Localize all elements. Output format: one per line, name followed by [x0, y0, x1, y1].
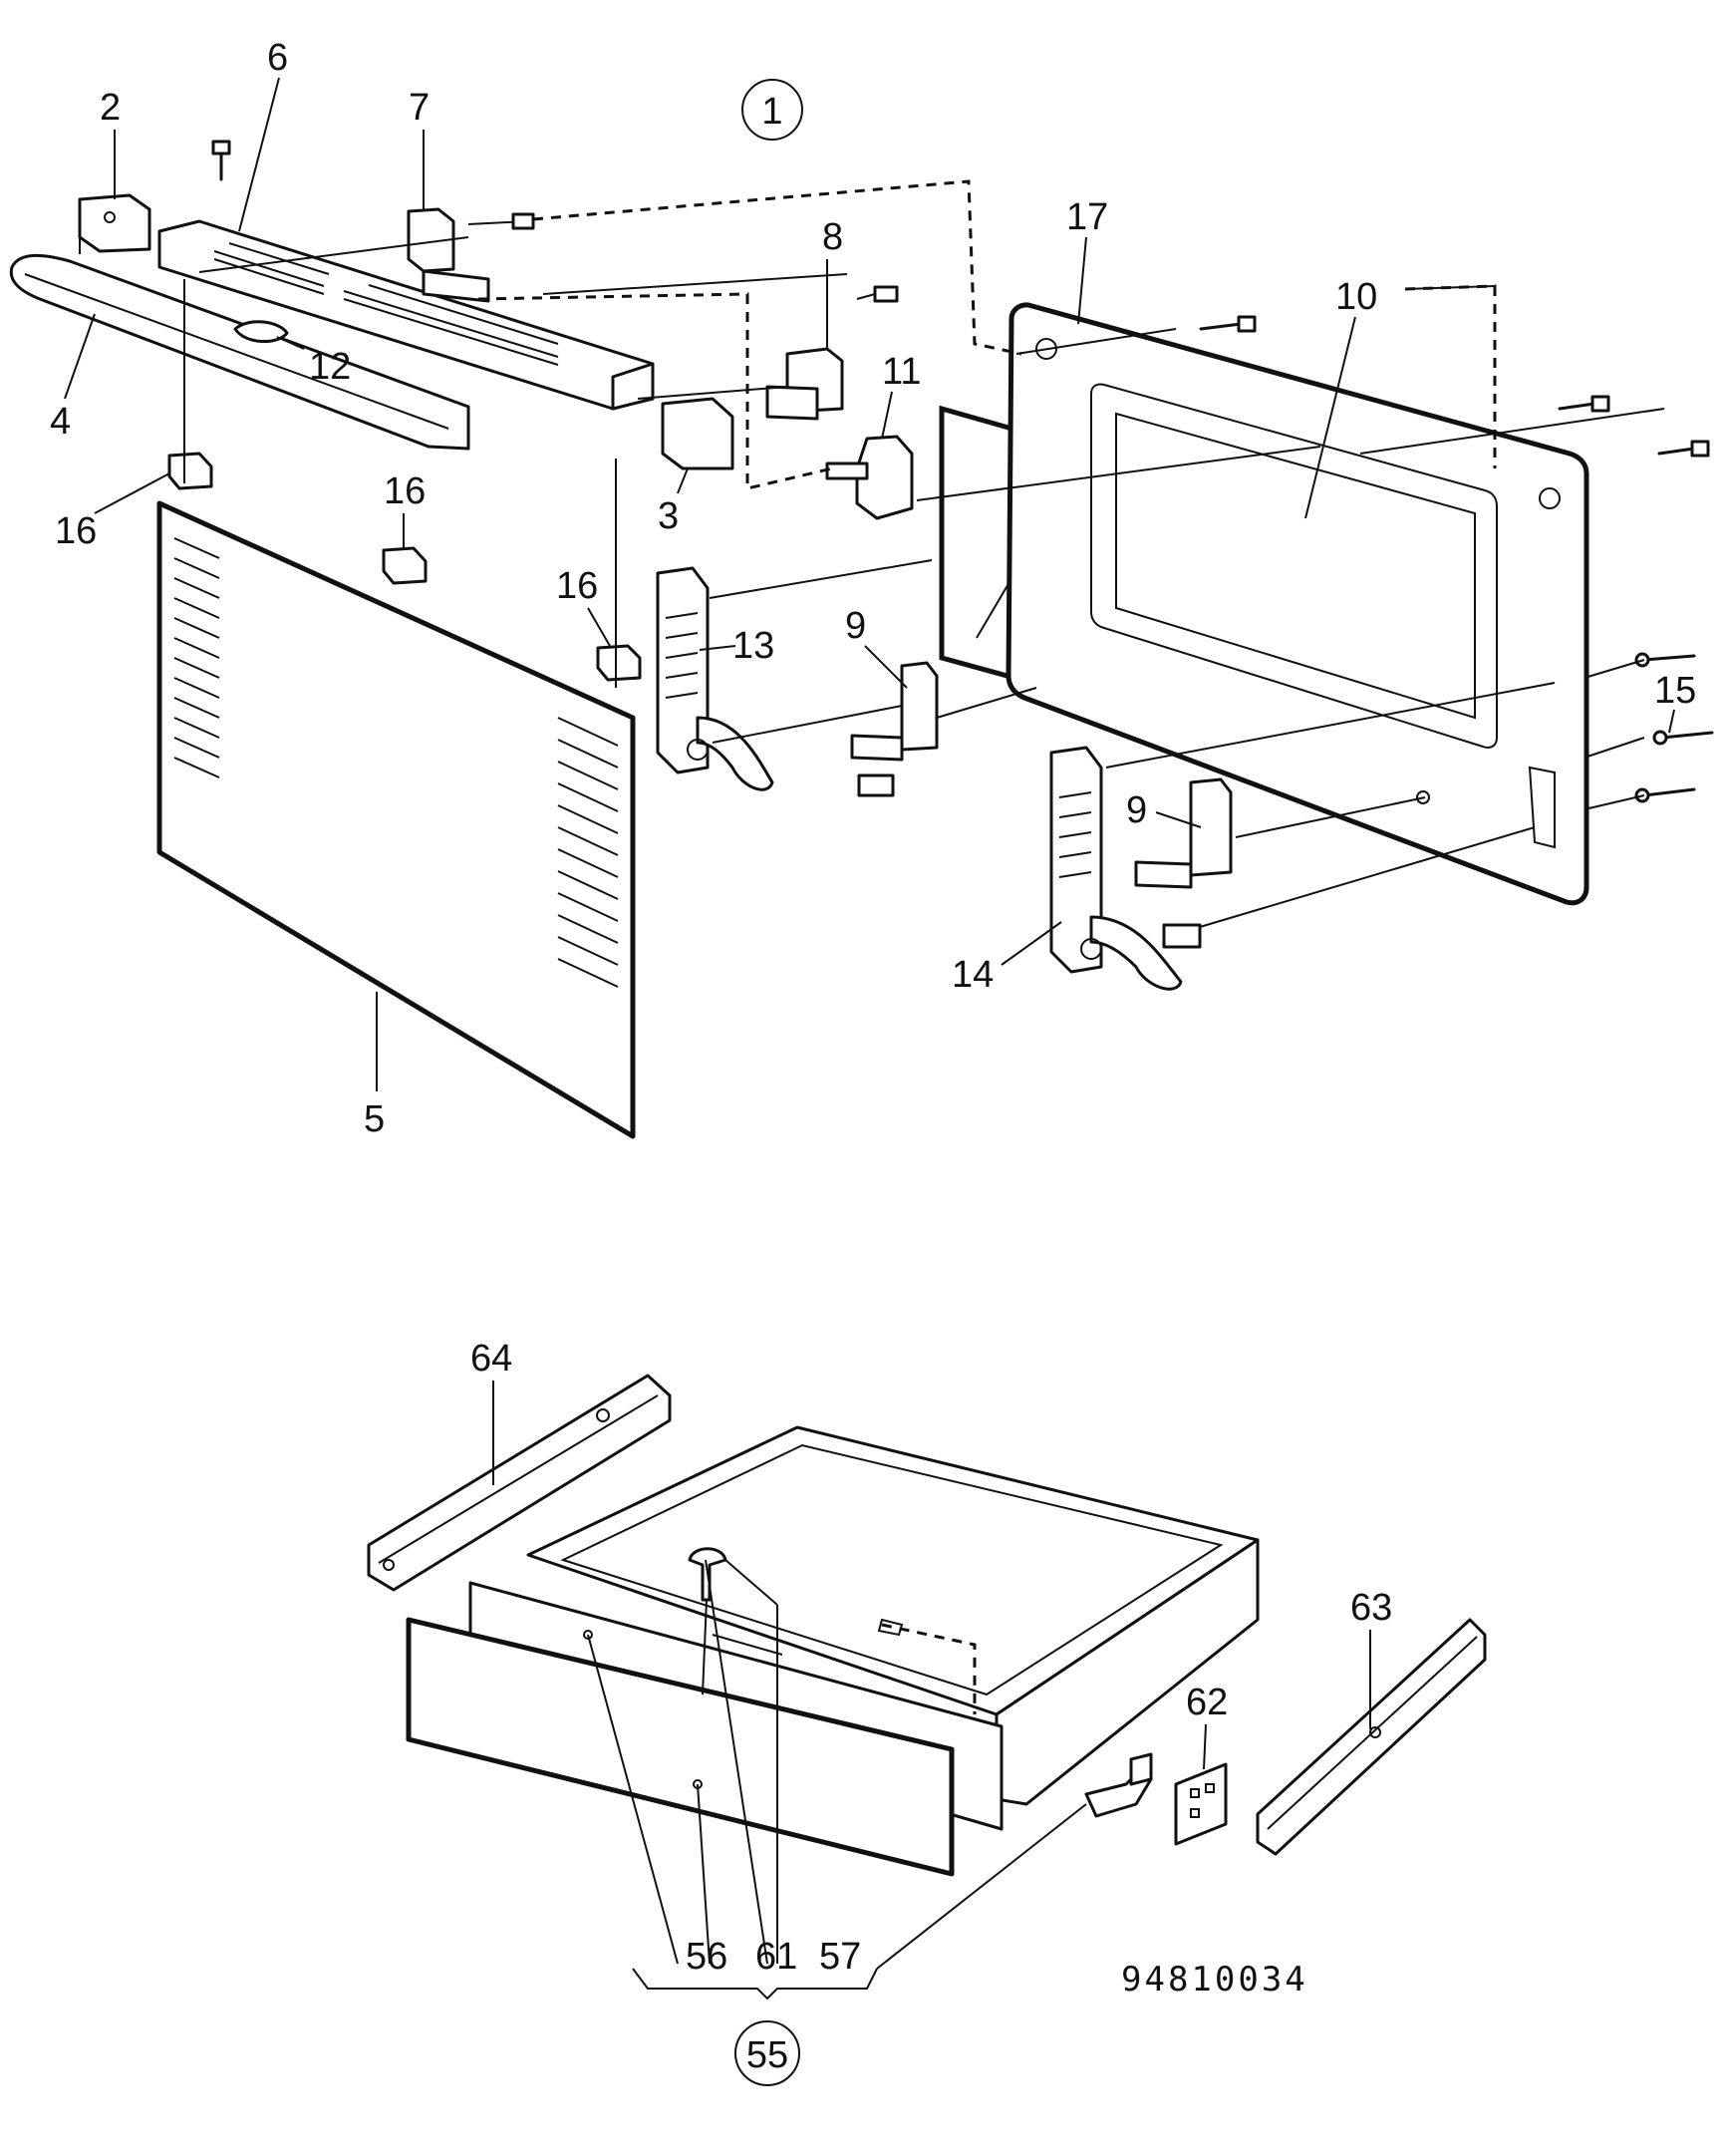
- part-11-door-catch: [825, 435, 914, 520]
- callout-17: 17: [1066, 196, 1108, 238]
- clip-16-right: [596, 644, 642, 682]
- part-62-mounting-plate: [1174, 1762, 1228, 1846]
- part-7-hinge-bracket: [407, 207, 535, 303]
- part-13-left-hinge: [656, 566, 774, 791]
- part-9-spacer-lower: [1134, 777, 1233, 949]
- part-63-right-runner: [1256, 1618, 1487, 1856]
- callout-6: 6: [267, 37, 288, 79]
- callout-12: 12: [309, 346, 351, 388]
- drawer-leader-lines: [587, 1559, 1087, 1970]
- frame-screws: [1199, 315, 1710, 458]
- part-64-left-runner: [367, 1374, 672, 1592]
- callout-56: 56: [686, 1936, 727, 1978]
- clip-16-left: [167, 452, 213, 490]
- callout-8: 8: [822, 216, 843, 258]
- part-57-drawer-bracket: [1084, 1752, 1153, 1818]
- callout-61: 61: [755, 1936, 797, 1978]
- callout-16-middle: 16: [384, 470, 426, 512]
- callout-15: 15: [1654, 670, 1696, 712]
- callout-10: 10: [1335, 276, 1377, 318]
- callout-63: 63: [1350, 1587, 1392, 1629]
- callout-64: 64: [470, 1338, 512, 1380]
- trim-vent-slots: [213, 242, 559, 366]
- callout-4: 4: [50, 401, 71, 443]
- callout-2: 2: [100, 87, 121, 129]
- assembly-number-label: 55: [746, 2034, 788, 2076]
- part-9-spacer-upper: [850, 661, 939, 797]
- part-17-inner-door-frame: [1006, 302, 1589, 906]
- part-14-right-hinge: [1049, 746, 1183, 991]
- callout-11: 11: [882, 351, 921, 393]
- callout-16-left: 16: [55, 510, 97, 552]
- callout-5: 5: [364, 1098, 385, 1140]
- figure-number-badge: 1: [741, 79, 803, 141]
- part-6-top-trim-strip: [157, 219, 655, 411]
- callout-62: 62: [1186, 1682, 1228, 1723]
- part-3-block: [661, 397, 734, 470]
- callout-14: 14: [952, 954, 994, 996]
- callout-labels: 2 6 7 4 12 8 11 3 16 16 16 17 10 13 9 9: [50, 37, 1696, 1978]
- callout-13: 13: [732, 625, 774, 667]
- callout-9-upper: 9: [845, 605, 866, 647]
- part-4-door-handle: [9, 253, 470, 451]
- callout-16-right: 16: [556, 565, 598, 607]
- part-8-bracket: [765, 285, 899, 421]
- part-16-clips: [167, 452, 642, 682]
- panel-perforation-right: [557, 717, 619, 988]
- assembly-55-brace: 55: [632, 1968, 878, 2086]
- screw-top-left: [211, 140, 231, 181]
- part-5-outer-door-panel: [156, 500, 636, 1139]
- clip-16-middle: [382, 546, 428, 585]
- callout-3: 3: [658, 495, 679, 537]
- part-2-left-bracket: [78, 193, 151, 254]
- assembly-guide-lines: [183, 179, 1665, 928]
- drawing-code: 94810034: [1121, 1960, 1308, 2000]
- panel-perforation-left: [173, 537, 220, 778]
- callout-7: 7: [409, 87, 430, 129]
- part-12-latch-knob: [233, 320, 289, 344]
- figure-number-label: 1: [761, 91, 782, 133]
- callout-57: 57: [819, 1936, 861, 1978]
- callout-9-lower: 9: [1126, 789, 1147, 831]
